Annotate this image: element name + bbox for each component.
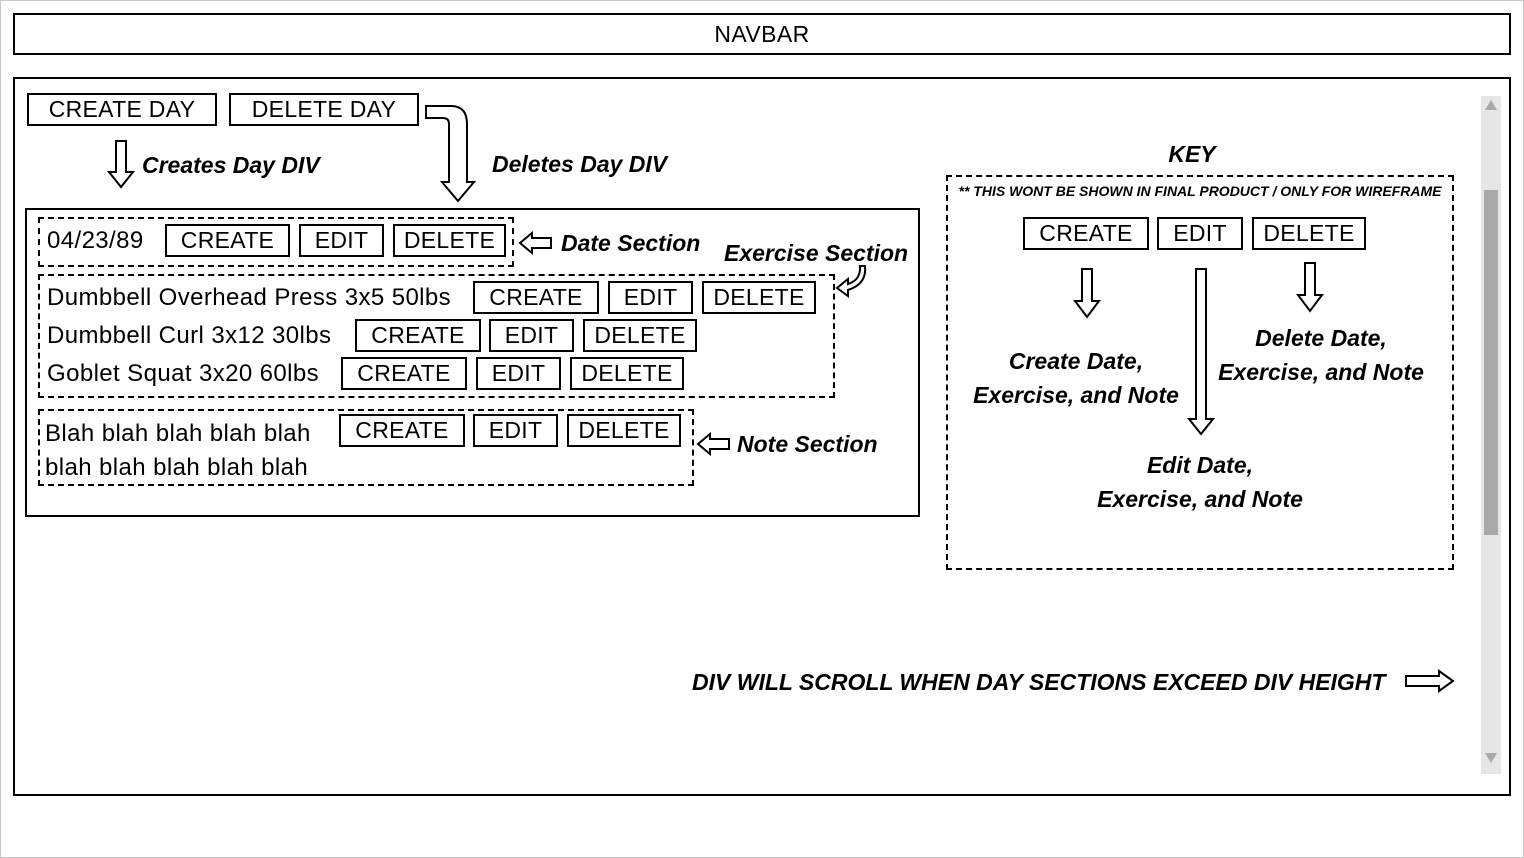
key-create-description-line: Exercise, and Note — [973, 382, 1179, 408]
date-section-annotation: Date Section — [561, 230, 701, 256]
exercise-edit-button[interactable]: EDIT — [608, 281, 693, 314]
navbar: NAVBAR — [13, 13, 1511, 55]
exercise-delete-button[interactable]: DELETE — [570, 357, 684, 390]
left-arrow-icon — [518, 230, 552, 256]
key-delete-button[interactable]: DELETE — [1252, 217, 1366, 250]
note-line: blah blah blah blah blah — [45, 454, 309, 481]
right-arrow-icon — [1405, 669, 1455, 693]
key-create-description: Create Date, Exercise, and Note — [960, 344, 1192, 412]
deletes-day-annotation: Deletes Day DIV — [492, 151, 668, 177]
exercise-create-button[interactable]: CREATE — [473, 281, 599, 314]
key-delete-description-line: Delete Date, — [1255, 325, 1387, 351]
note-line: Blah blah blah blah blah — [45, 420, 311, 447]
date-delete-button[interactable]: DELETE — [393, 224, 506, 257]
key-panel — [946, 175, 1454, 570]
day-container — [25, 208, 920, 517]
key-title: KEY — [1168, 141, 1216, 167]
date-edit-button[interactable]: EDIT — [299, 224, 384, 257]
exercise-create-button[interactable]: CREATE — [341, 357, 467, 390]
exercise-delete-button[interactable]: DELETE — [583, 319, 697, 352]
key-edit-description: Edit Date, Exercise, and Note — [1084, 448, 1316, 516]
note-delete-button[interactable]: DELETE — [567, 414, 681, 447]
exercise-delete-button[interactable]: DELETE — [702, 281, 816, 314]
exercise-create-button[interactable]: CREATE — [355, 319, 481, 352]
bent-arrow-icon — [425, 105, 477, 203]
scroll-down-icon[interactable] — [1484, 752, 1498, 764]
date-text: 04/23/89 — [47, 227, 144, 254]
down-arrow-icon — [106, 140, 136, 189]
creates-day-annotation: Creates Day DIV — [142, 152, 320, 178]
note-create-button[interactable]: CREATE — [339, 414, 465, 447]
exercise-name: Goblet Squat 3x20 60lbs — [47, 360, 320, 387]
key-delete-description: Delete Date, Exercise, and Note — [1205, 321, 1437, 389]
key-create-description-line: Create Date, — [1008, 348, 1144, 374]
date-section — [38, 217, 514, 267]
key-disclaimer: ** THIS WONT BE SHOWN IN FINAL PRODUCT /… — [958, 183, 1442, 199]
note-edit-button[interactable]: EDIT — [473, 414, 558, 447]
key-edit-description-line: Edit Date, — [1146, 452, 1254, 478]
scrollbar-thumb[interactable] — [1484, 190, 1498, 535]
left-arrow-icon — [696, 431, 730, 457]
scroll-annotation: DIV WILL SCROLL WHEN DAY SECTIONS EXCEED… — [692, 669, 1386, 695]
down-arrow-icon — [1186, 268, 1216, 436]
exercise-edit-button[interactable]: EDIT — [489, 319, 574, 352]
key-edit-button[interactable]: EDIT — [1157, 217, 1243, 250]
key-create-button[interactable]: CREATE — [1023, 217, 1149, 250]
note-section-annotation: Note Section — [737, 431, 878, 457]
key-delete-description-line: Exercise, and Note — [1218, 359, 1424, 385]
exercise-section-annotation: Exercise Section — [724, 240, 909, 266]
scroll-up-icon[interactable] — [1484, 99, 1498, 111]
exercise-name: Dumbbell Curl 3x12 30lbs — [47, 322, 332, 349]
note-section — [38, 409, 694, 486]
delete-day-button[interactable]: DELETE DAY — [229, 93, 419, 126]
down-arrow-icon — [1296, 262, 1324, 313]
exercise-section — [38, 274, 835, 398]
navbar-label: NAVBAR — [714, 21, 810, 47]
key-edit-description-line: Exercise, and Note — [1097, 486, 1303, 512]
exercise-name: Dumbbell Overhead Press 3x5 50lbs — [47, 284, 452, 311]
down-arrow-icon — [1073, 268, 1101, 319]
exercise-edit-button[interactable]: EDIT — [476, 357, 561, 390]
create-day-button[interactable]: CREATE DAY — [27, 93, 217, 126]
date-create-button[interactable]: CREATE — [165, 224, 290, 257]
curved-arrow-icon — [835, 265, 867, 298]
